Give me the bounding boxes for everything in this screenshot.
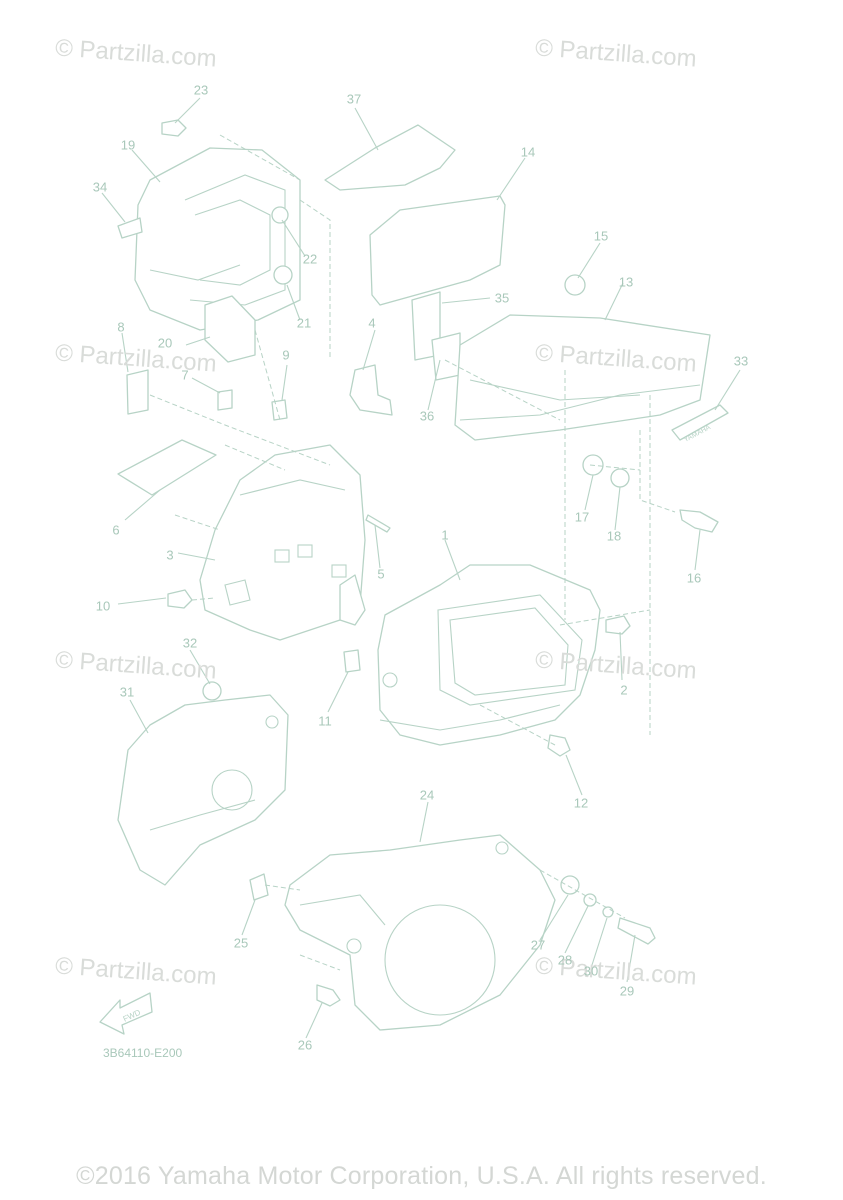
part-11-clip bbox=[343, 649, 361, 673]
part-8-pad bbox=[126, 369, 149, 415]
callout-8[interactable]: 8 bbox=[117, 319, 125, 335]
callout-15[interactable]: 15 bbox=[593, 228, 609, 244]
part-16-screw bbox=[679, 509, 719, 533]
part-25-cap bbox=[249, 873, 269, 901]
callout-6[interactable]: 6 bbox=[112, 522, 120, 538]
callout-29[interactable]: 29 bbox=[619, 983, 635, 999]
callout-14[interactable]: 14 bbox=[520, 144, 536, 160]
callout-30[interactable]: 30 bbox=[583, 963, 599, 979]
part-1-airbox bbox=[377, 564, 601, 746]
part-13-cover bbox=[454, 314, 711, 441]
part-32-grommet bbox=[202, 681, 222, 701]
callout-32[interactable]: 32 bbox=[182, 635, 198, 651]
callout-17[interactable]: 17 bbox=[574, 509, 590, 525]
callout-20[interactable]: 20 bbox=[157, 335, 173, 351]
part-22-grommet bbox=[271, 206, 289, 224]
part-27-grommet bbox=[560, 875, 580, 895]
part-30-washer bbox=[602, 906, 614, 918]
callout-19[interactable]: 19 bbox=[120, 137, 136, 153]
part-31-cover bbox=[117, 694, 289, 886]
callout-25[interactable]: 25 bbox=[233, 935, 249, 951]
assembly-lines bbox=[149, 134, 676, 971]
part-21-grommet bbox=[273, 265, 293, 285]
part-19-cover bbox=[134, 147, 301, 331]
callout-18[interactable]: 18 bbox=[606, 528, 622, 544]
part-37-pad bbox=[324, 124, 456, 191]
fwd-arrow-icon: FWD bbox=[99, 992, 153, 1035]
part-36-pad bbox=[431, 332, 461, 381]
part-15-grommet bbox=[564, 274, 586, 296]
callout-7[interactable]: 7 bbox=[181, 367, 189, 383]
callout-27[interactable]: 27 bbox=[530, 937, 546, 953]
callout-11[interactable]: 11 bbox=[318, 713, 332, 729]
part-6-plate bbox=[117, 439, 217, 496]
callout-21[interactable]: 21 bbox=[296, 315, 312, 331]
part-7-block bbox=[217, 389, 233, 411]
callout-10[interactable]: 10 bbox=[95, 598, 111, 614]
part-34-tab bbox=[117, 217, 143, 239]
callout-1[interactable]: 1 bbox=[441, 527, 449, 543]
callout-13[interactable]: 13 bbox=[618, 274, 634, 290]
part-12-bolt bbox=[547, 734, 571, 757]
part-33-emblem bbox=[671, 404, 729, 441]
callout-37[interactable]: 37 bbox=[346, 91, 362, 107]
callout-9[interactable]: 9 bbox=[282, 347, 290, 363]
callout-16[interactable]: 16 bbox=[686, 570, 702, 586]
callout-3[interactable]: 3 bbox=[166, 547, 174, 563]
part-18-grommet bbox=[610, 468, 630, 488]
part-2-screw bbox=[605, 615, 631, 635]
copyright-notice: ©2016 Yamaha Motor Corporation, U.S.A. A… bbox=[76, 1162, 767, 1190]
part-26-bolt bbox=[316, 984, 341, 1007]
part-10-bolt bbox=[167, 589, 193, 609]
part-4-bracket bbox=[349, 364, 393, 416]
part-23-bolt bbox=[161, 119, 187, 137]
callout-33[interactable]: 33 bbox=[733, 353, 749, 369]
part-29-bolt bbox=[617, 917, 656, 945]
part-28-collar bbox=[583, 893, 597, 907]
callout-23[interactable]: 23 bbox=[193, 82, 209, 98]
callout-24[interactable]: 24 bbox=[419, 787, 435, 803]
part-9-clip bbox=[271, 399, 288, 421]
leader-lines bbox=[101, 97, 741, 1039]
part-14-plate bbox=[369, 195, 506, 306]
callout-35[interactable]: 35 bbox=[494, 290, 510, 306]
callout-31[interactable]: 31 bbox=[119, 684, 135, 700]
part-24-cover bbox=[284, 834, 556, 1031]
part-3-case bbox=[199, 444, 366, 641]
diagram-code: 3B64110-E200 bbox=[103, 1046, 183, 1060]
callout-34[interactable]: 34 bbox=[92, 179, 108, 195]
callout-12[interactable]: 12 bbox=[573, 795, 589, 811]
part-5-pin bbox=[365, 514, 391, 533]
part-20-block bbox=[204, 295, 256, 363]
callout-4[interactable]: 4 bbox=[368, 315, 376, 331]
callout-22[interactable]: 22 bbox=[302, 251, 318, 267]
callout-36[interactable]: 36 bbox=[419, 408, 435, 424]
callout-5[interactable]: 5 bbox=[377, 566, 385, 582]
callout-26[interactable]: 26 bbox=[297, 1037, 313, 1053]
callout-28[interactable]: 28 bbox=[557, 952, 573, 968]
callout-2[interactable]: 2 bbox=[620, 682, 628, 698]
